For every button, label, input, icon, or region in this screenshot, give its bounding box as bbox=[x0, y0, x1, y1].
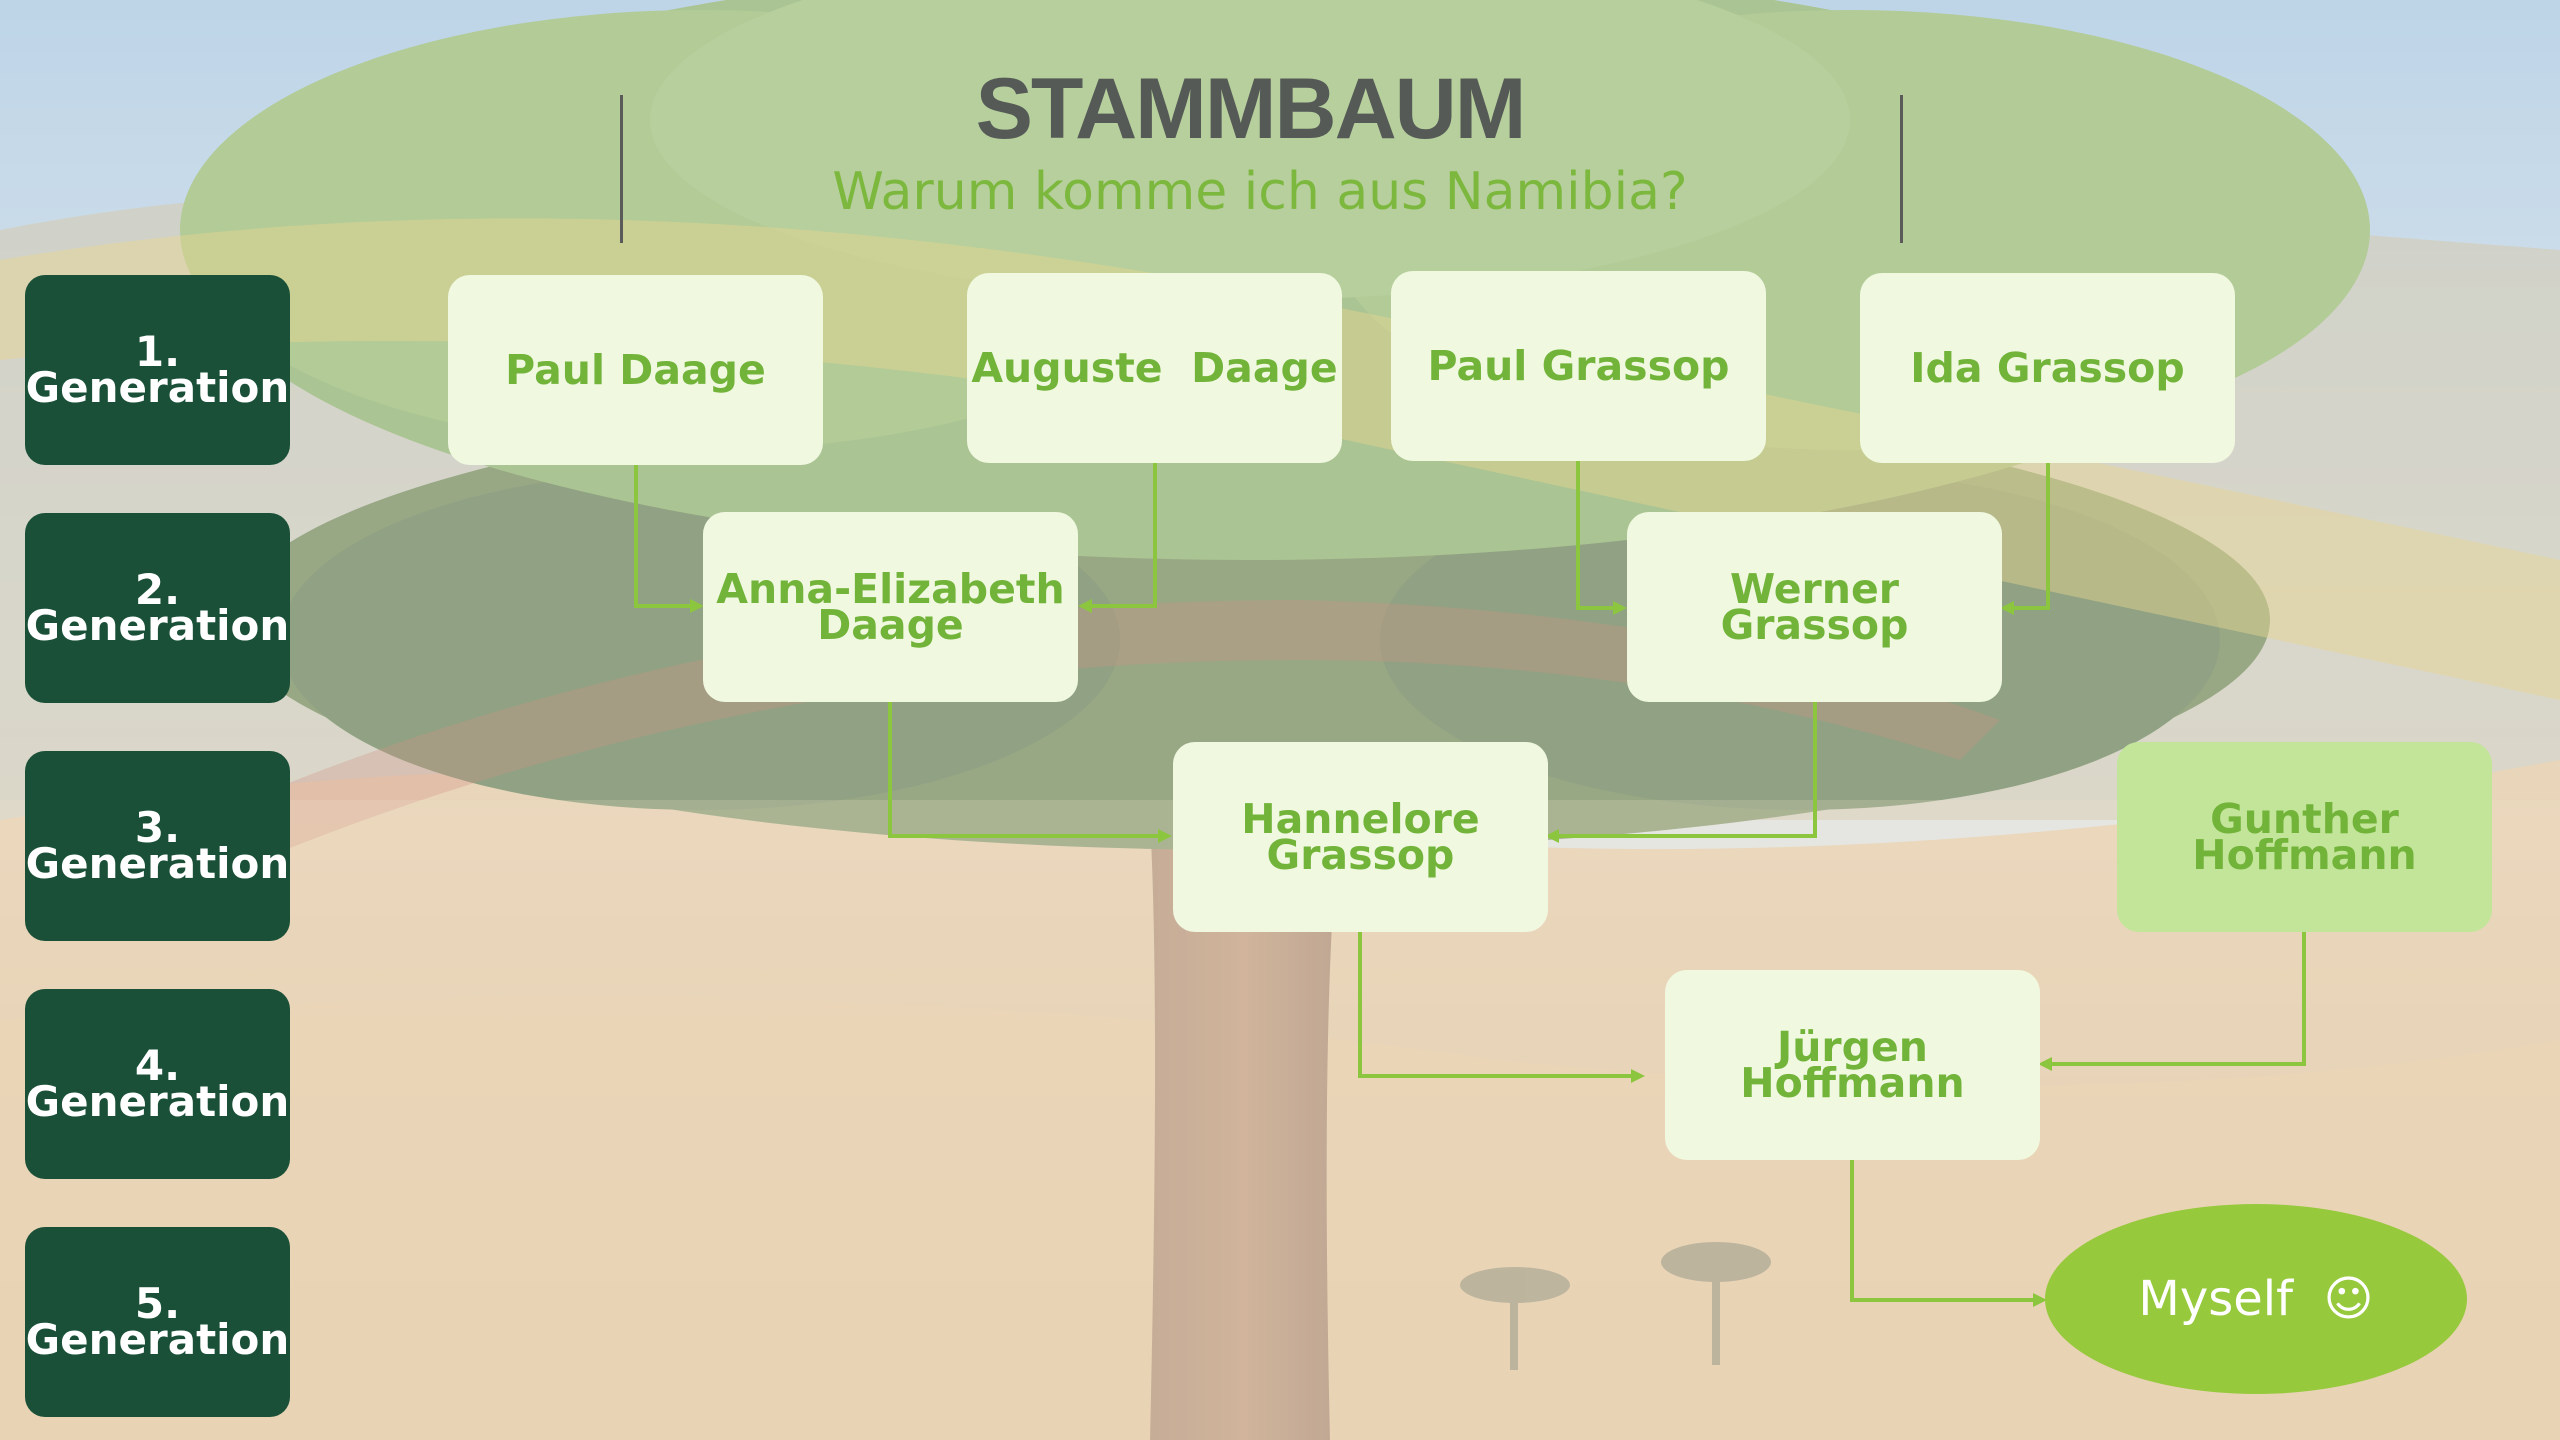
generation-2-label: 2.Generation bbox=[25, 513, 290, 703]
person-name-line: Hannelore bbox=[1241, 795, 1480, 843]
person-werner-grassop: Werner Grassop bbox=[1627, 512, 2002, 702]
person-name: Paul Grassop bbox=[1427, 342, 1730, 390]
generation-text: Generation bbox=[25, 1315, 290, 1364]
page-subtitle: Warum komme ich aus Namibia? bbox=[832, 162, 1688, 222]
generation-1-label: 1.Generation bbox=[25, 275, 290, 465]
generation-number: 4. bbox=[134, 1041, 181, 1090]
generation-text: Generation bbox=[25, 839, 290, 888]
generation-3-label: 3.Generation bbox=[25, 751, 290, 941]
person-name: Paul Daage bbox=[505, 346, 766, 394]
person-ida-grassop: Ida Grassop bbox=[1860, 273, 2235, 463]
person-name-line: Daage bbox=[817, 601, 964, 649]
person-juergen-hoffmann: Jürgen Hoffmann bbox=[1665, 970, 2040, 1160]
title-divider-right bbox=[1900, 95, 1903, 243]
connector-arrowheads bbox=[690, 599, 2052, 1307]
generation-text: Generation bbox=[25, 1077, 290, 1126]
generation-number: 1. bbox=[134, 327, 181, 376]
generation-number: 5. bbox=[134, 1279, 181, 1328]
person-name-line: Gunther bbox=[2210, 795, 2399, 843]
generation-4-label: 4.Generation bbox=[25, 989, 290, 1179]
person-name-line: Anna-Elizabeth bbox=[716, 565, 1065, 613]
person-auguste-daage: Auguste Daage bbox=[967, 273, 1342, 463]
person-paul-grassop: Paul Grassop bbox=[1391, 271, 1766, 461]
person-myself: Myself ☺ bbox=[2045, 1204, 2467, 1394]
generation-number: 2. bbox=[134, 565, 181, 614]
person-name-line: Hoffmann bbox=[2192, 831, 2417, 879]
generation-5-label: 5.Generation bbox=[25, 1227, 290, 1417]
connector-lines bbox=[634, 460, 2306, 1302]
person-name: Jürgen Hoffmann bbox=[1740, 1023, 1965, 1107]
title-divider-left bbox=[620, 95, 623, 243]
person-paul-daage: Paul Daage bbox=[448, 275, 823, 465]
generation-text: Generation bbox=[25, 363, 290, 412]
person-name: Auguste Daage bbox=[971, 344, 1338, 392]
page-title: STAMMBAUM bbox=[975, 61, 1527, 157]
person-name: Ida Grassop bbox=[1910, 344, 2185, 392]
person-name-line: Grassop bbox=[1266, 831, 1455, 879]
person-name: Werner Grassop bbox=[1720, 565, 1909, 649]
person-name: Myself ☺ bbox=[2138, 1271, 2374, 1327]
generation-text: Generation bbox=[25, 601, 290, 650]
generation-number: 3. bbox=[134, 803, 181, 852]
